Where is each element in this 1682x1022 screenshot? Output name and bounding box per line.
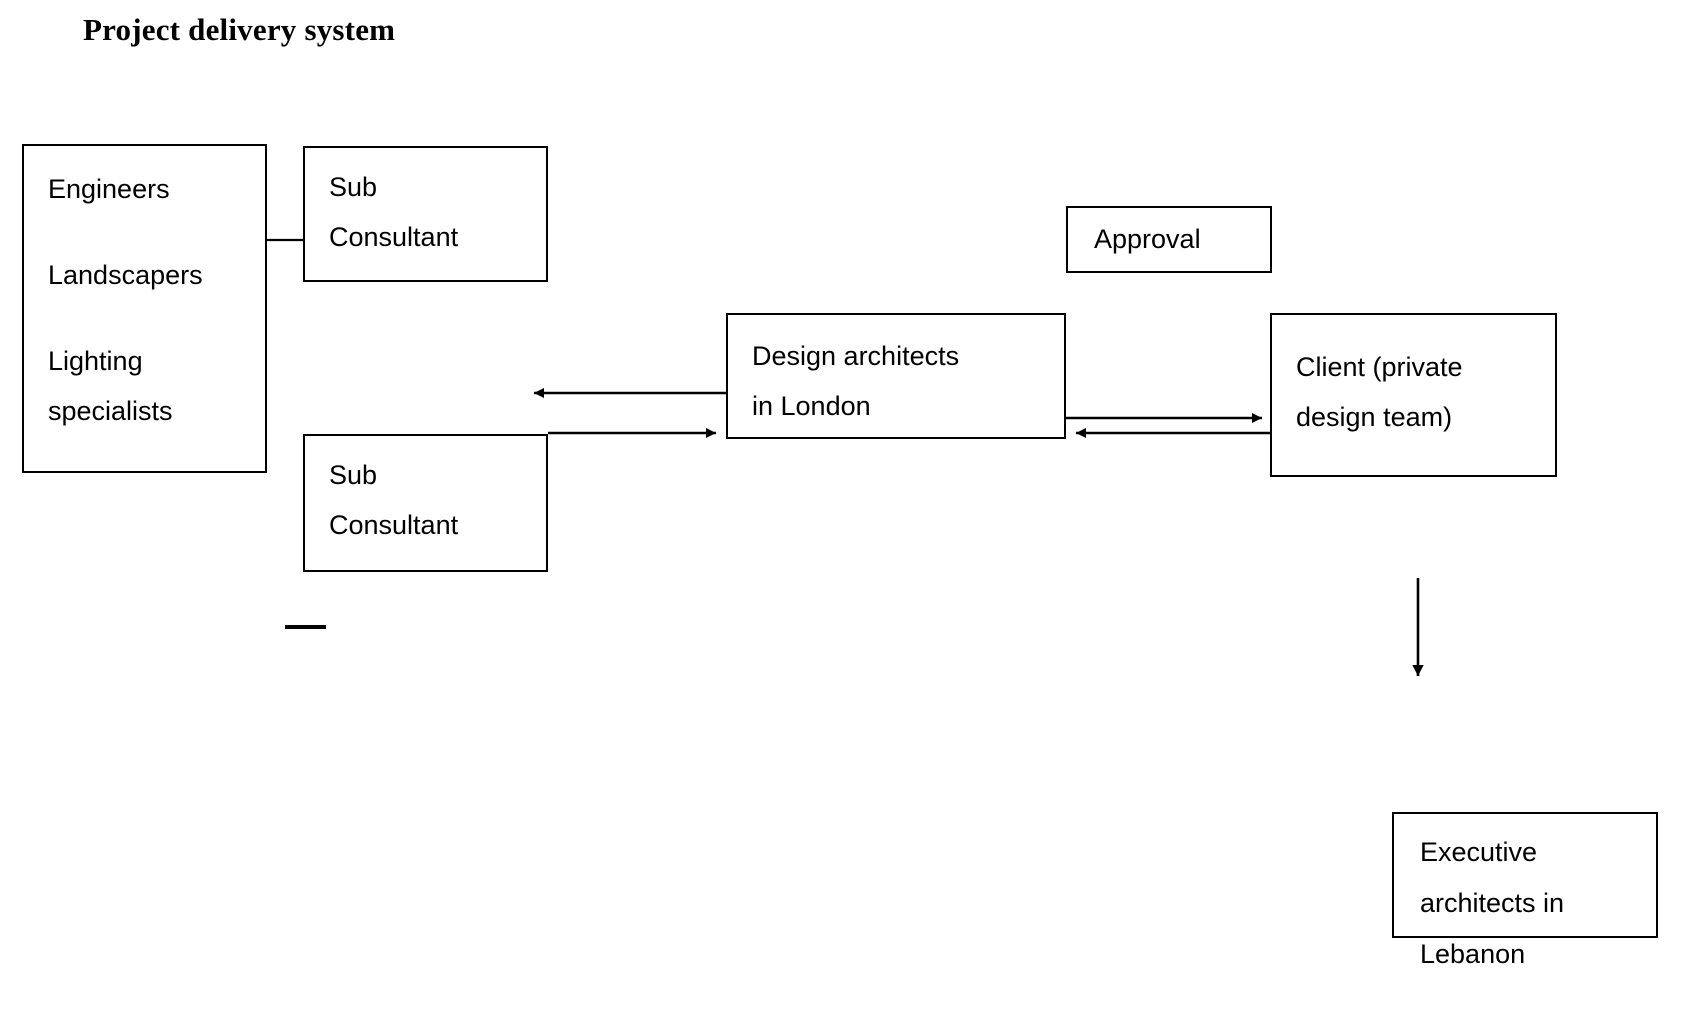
node-executive-architects-line-3: Lebanon [1420,939,1526,969]
node-sub-consultant-top[interactable]: Sub Consultant [303,146,548,282]
node-executive-architects[interactable]: Executive architects in Lebanon [1392,812,1658,969]
node-client[interactable]: Client (private design team) [1270,313,1557,477]
node-approval-text: Approval [1068,208,1270,264]
node-sub-consultant-bottom-line-1: Sub [329,460,378,490]
node-sub-consultant-top-line-2: Consultant [329,222,459,252]
node-design-architects[interactable]: Design architects in London [726,313,1066,439]
node-executive-architects-text: Executive architects in Lebanon [1394,814,1656,980]
node-stakeholders-text: Engineers Landscapers Lighting specialis… [24,146,265,436]
node-executive-architects-line-2: architects in [1420,888,1565,918]
node-sub-consultant-bottom-text: Sub Consultant [305,436,546,550]
node-stakeholders-line-3: Lighting [48,346,143,376]
node-design-architects-line-2: in London [752,391,871,421]
node-sub-consultant-bottom[interactable]: Sub Consultant [303,434,548,572]
node-approval[interactable]: Approval [1066,206,1272,273]
page-title: Project delivery system [83,12,396,47]
node-client-line-2: design team) [1296,402,1453,432]
node-stakeholders-line-2: Landscapers [48,260,203,290]
node-stakeholders-line-4: specialists [48,396,173,426]
node-design-architects-text: Design architects in London [728,315,1064,431]
node-executive-architects-line-1: Executive [1420,837,1538,867]
node-sub-consultant-top-text: Sub Consultant [305,148,546,262]
node-sub-consultant-top-line-1: Sub [329,172,378,202]
node-stakeholders[interactable]: Engineers Landscapers Lighting specialis… [22,144,267,473]
node-client-line-1: Client (private [1296,352,1463,382]
node-stakeholders-line-1: Engineers [48,174,170,204]
node-client-text: Client (private design team) [1272,315,1555,442]
node-approval-line-1: Approval [1094,224,1201,254]
node-sub-consultant-bottom-line-2: Consultant [329,510,459,540]
node-design-architects-line-1: Design architects [752,341,960,371]
